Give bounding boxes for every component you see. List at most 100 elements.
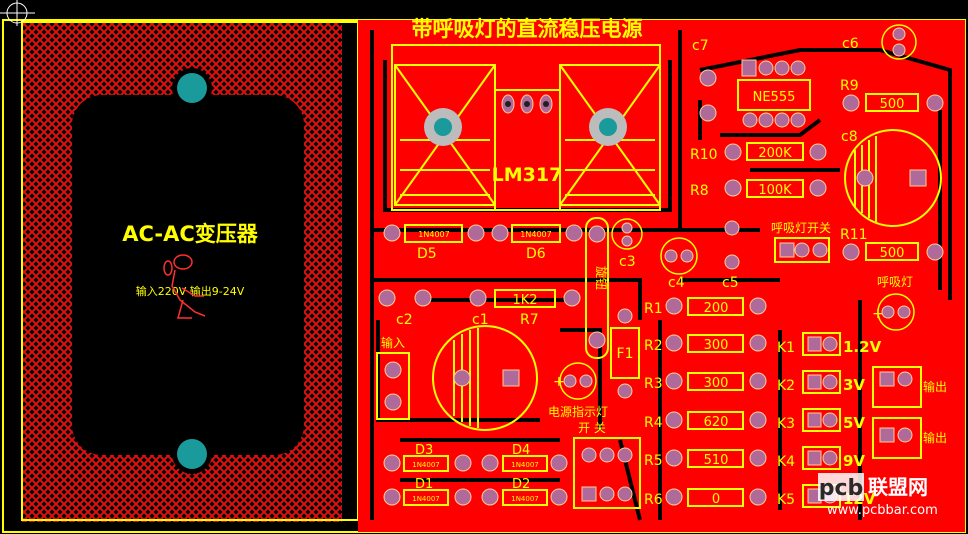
svg-text:620: 620	[704, 415, 729, 430]
transformer-mount-bottom	[177, 439, 207, 469]
c6-label: c6	[842, 36, 859, 52]
svg-text:510: 510	[704, 453, 729, 468]
resistor-r6: R6 0	[644, 488, 767, 508]
bridge-rectifier: 1N4007 D3 1N4007 D1 1N4007 D4 1N4007 D2	[383, 443, 568, 506]
power-switch-label: 开 关	[578, 421, 606, 435]
input-connector-outline	[376, 352, 410, 420]
rotary-pot-outline	[585, 217, 609, 359]
ne555-label: NE555	[753, 90, 796, 105]
power-led-label: 电源指示灯	[548, 404, 608, 419]
fuse-outline	[610, 327, 640, 379]
svg-text:300: 300	[704, 376, 729, 391]
transformer-mount-top	[177, 73, 207, 103]
power-led-outline	[559, 362, 597, 400]
ne555-chip: NE555	[737, 59, 811, 128]
breathing-switch-outline	[774, 237, 830, 263]
watermark-brand: pcb	[819, 476, 864, 501]
lm317-heatsink: LM317	[391, 44, 661, 211]
r7-label: R7	[520, 312, 539, 328]
c8-label: c8	[841, 129, 858, 145]
svg-text:1.2V: 1.2V	[843, 338, 882, 356]
svg-text:1N4007: 1N4007	[412, 461, 440, 469]
breathing-switch-label: 呼吸灯开关	[771, 221, 831, 235]
c1-label: c1	[472, 312, 489, 328]
d1-label: D1	[415, 477, 433, 492]
c2-label: c2	[396, 312, 413, 328]
switch-k3: K3 5V	[777, 408, 865, 432]
fuse-label: F1	[617, 346, 634, 362]
transformer-body	[72, 95, 304, 455]
power-switch-outline	[573, 437, 641, 509]
watermark: pcb 联盟网 www.pcbbar.com	[818, 473, 938, 518]
watermark-brand-cn: 联盟网	[868, 475, 928, 499]
svg-text:1N4007: 1N4007	[412, 495, 440, 503]
svg-text:0: 0	[712, 492, 720, 507]
c4-outline	[660, 237, 698, 275]
d4-label: D4	[512, 443, 530, 458]
transformer-name: AC-AC变压器	[122, 222, 259, 246]
svg-text:1N4007: 1N4007	[418, 230, 449, 239]
c5-label: c5	[722, 275, 739, 291]
svg-text:K1: K1	[777, 340, 795, 356]
r9-body	[865, 93, 919, 112]
c1-outline	[432, 325, 538, 431]
svg-text:300: 300	[704, 338, 729, 353]
switch-k2: K2 3V	[777, 370, 865, 394]
svg-text:1N4007: 1N4007	[511, 495, 539, 503]
r11-label: R11	[840, 227, 868, 243]
output-2-label: 输出	[923, 430, 947, 445]
breathing-led-outline	[877, 293, 915, 331]
voltage-switches: K1 1.2V K2 3V K3 5V K4 9V K5 12V	[777, 332, 882, 508]
resistor-ladder: R1 200 R2 300 R3 300 R4 620 R5 510 R6 0	[644, 297, 767, 508]
r10-value: 200K	[758, 146, 792, 161]
svg-text:R3: R3	[644, 376, 663, 392]
svg-text:R1: R1	[644, 301, 663, 317]
d6-label: D6	[526, 246, 546, 262]
d3-label: D3	[415, 443, 433, 458]
svg-text:R5: R5	[644, 453, 663, 469]
svg-text:+: +	[872, 306, 884, 322]
watermark-url: www.pcbbar.com	[827, 503, 938, 518]
r8-body	[746, 179, 804, 198]
output-1-label: 输出	[923, 379, 947, 394]
corner-marker	[0, 0, 35, 26]
input-label: 输入	[381, 335, 405, 350]
svg-text:1N4007: 1N4007	[520, 230, 551, 239]
r8-label: R8	[690, 183, 709, 199]
output-connectors: 输出 输出	[872, 366, 947, 459]
r10-label: R10	[690, 147, 718, 163]
c3-outline	[611, 218, 643, 250]
c3-label: c3	[619, 254, 636, 270]
resistor-r3: R3 300	[644, 372, 767, 392]
rotary-pot-label: 旋钮	[594, 266, 609, 290]
svg-text:3V: 3V	[843, 376, 865, 394]
resistor-r2: R2 300	[644, 334, 767, 354]
switch-k4: K4 9V	[777, 446, 865, 470]
r9-value: 500	[880, 97, 905, 112]
d6-body	[511, 224, 561, 243]
transformer-spec: 输入220V 输出9-24V	[136, 284, 245, 298]
resistor-r5: R5 510	[644, 449, 767, 469]
breathing-led-label: 呼吸灯	[877, 275, 913, 289]
resistor-r1: R1 200	[644, 297, 767, 317]
resistor-r4: R4 620	[644, 411, 767, 431]
svg-text:K4: K4	[777, 454, 795, 470]
r9-label: R9	[840, 78, 859, 94]
svg-text:K5: K5	[777, 492, 795, 508]
svg-text:R2: R2	[644, 338, 663, 354]
snoopy-sketch	[163, 254, 206, 319]
c7-pad	[699, 69, 717, 87]
c8-outline	[844, 129, 942, 227]
svg-text:+: +	[553, 374, 565, 390]
lm317-label: LM317	[492, 164, 563, 186]
c4-label: c4	[668, 275, 685, 291]
board-title: 带呼吸灯的直流稳压电源	[412, 17, 643, 41]
r11-body	[865, 242, 919, 261]
d2-label: D2	[512, 477, 530, 492]
d5-body	[404, 224, 463, 243]
r8-value: 100K	[758, 183, 792, 198]
svg-text:200: 200	[704, 301, 729, 316]
c7-label: c7	[692, 38, 709, 54]
